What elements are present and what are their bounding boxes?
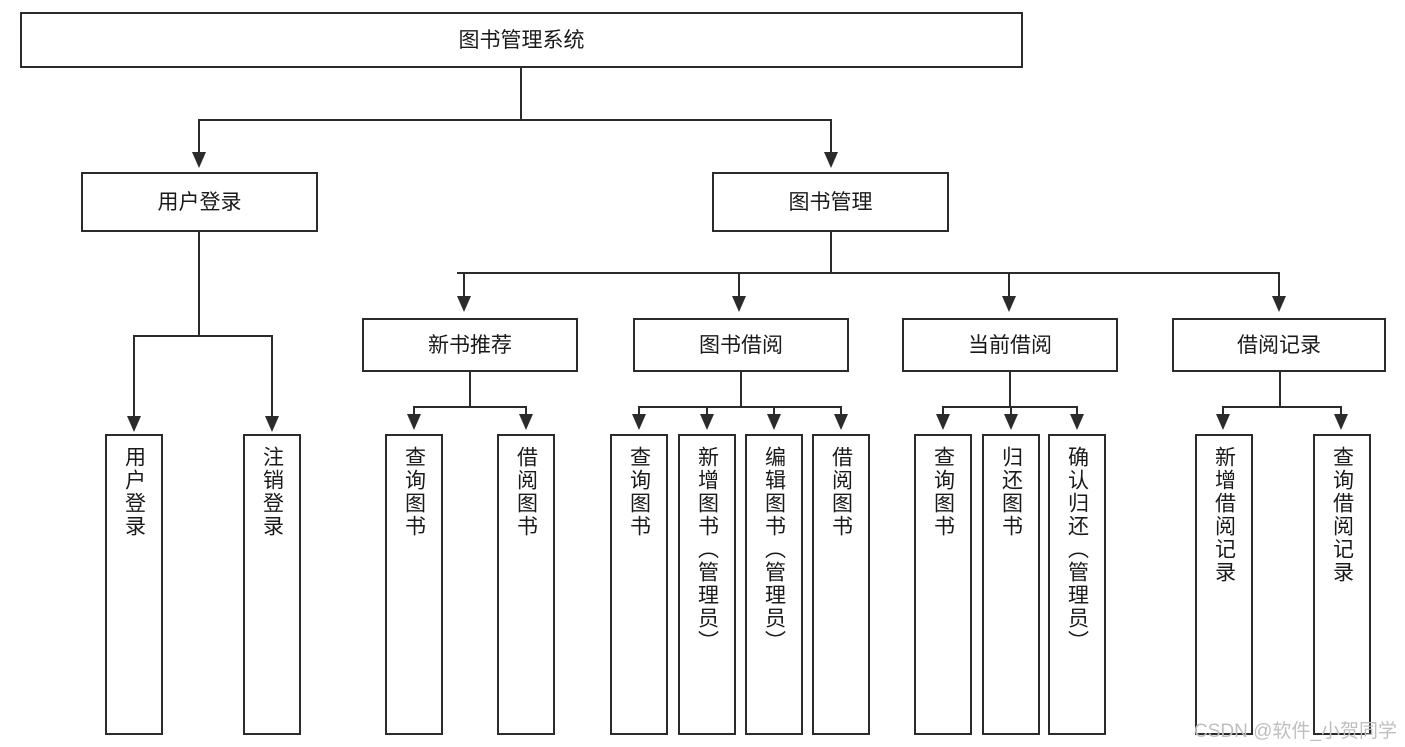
leaf-add-book-admin[interactable]: 新增图书（管理员） bbox=[678, 434, 736, 735]
arrowhead-current-borrow bbox=[1002, 296, 1016, 312]
node-label: 图书管理系统 bbox=[458, 28, 585, 52]
node-label: 查询图书 bbox=[627, 446, 651, 538]
leaf-query-book-new[interactable]: 查询图书 bbox=[385, 434, 443, 735]
connector-to-leaf-add-record bbox=[1222, 406, 1224, 420]
connector-current-borrow-stem bbox=[1009, 372, 1011, 408]
node-label: 用户登录 bbox=[122, 446, 146, 538]
connector-to-leaf-borrow-book-2 bbox=[840, 406, 842, 420]
connector-new-books-bar bbox=[413, 406, 527, 408]
leaf-borrow-book-borrow[interactable]: 借阅图书 bbox=[812, 434, 870, 735]
node-book-management[interactable]: 图书管理 bbox=[712, 172, 949, 232]
leaf-borrow-book-new[interactable]: 借阅图书 bbox=[497, 434, 555, 735]
connector-to-borrow-records bbox=[1278, 272, 1280, 298]
connector-root-stem bbox=[520, 68, 522, 120]
arrowhead-leaf-user-login bbox=[127, 416, 141, 432]
connector-to-leaf-logout bbox=[271, 335, 273, 419]
arrowhead-leaf-logout bbox=[265, 416, 279, 432]
node-label: 查询图书 bbox=[402, 446, 426, 538]
connector-to-leaf-borrow-book-1 bbox=[525, 406, 527, 420]
connector-book-mgmt-stem bbox=[830, 232, 832, 274]
connector-root-bar bbox=[198, 119, 832, 121]
connector-user-login-stem bbox=[198, 232, 200, 336]
leaf-return-book[interactable]: 归还图书 bbox=[982, 434, 1040, 735]
connector-to-current-borrow bbox=[1008, 272, 1010, 298]
arrowhead-leaf-return-book bbox=[1004, 414, 1018, 430]
node-label: 借阅记录 bbox=[1237, 333, 1321, 357]
node-label: 归还图书 bbox=[999, 446, 1023, 538]
connector-to-leaf-query-record bbox=[1340, 406, 1342, 420]
connector-user-login-bar bbox=[133, 335, 271, 337]
connector-to-borrow-books bbox=[738, 272, 740, 298]
leaf-query-book-borrow[interactable]: 查询图书 bbox=[610, 434, 668, 735]
connector-to-leaf-user-login bbox=[133, 335, 135, 419]
arrowhead-leaf-query-book-3 bbox=[936, 414, 950, 430]
leaf-logout[interactable]: 注销登录 bbox=[243, 434, 301, 735]
arrowhead-leaf-edit-book bbox=[767, 414, 781, 430]
connector-to-leaf-query-book-3 bbox=[942, 406, 944, 420]
leaf-query-book-current[interactable]: 查询图书 bbox=[914, 434, 972, 735]
arrowhead-leaf-borrow-book-1 bbox=[519, 414, 533, 430]
leaf-query-borrow-record[interactable]: 查询借阅记录 bbox=[1313, 434, 1371, 735]
connector-borrow-records-bar bbox=[1222, 406, 1342, 408]
connector-to-leaf-edit-book bbox=[773, 406, 775, 420]
arrowhead-new-books bbox=[457, 296, 471, 312]
node-label: 查询图书 bbox=[931, 446, 955, 538]
node-label: 当前借阅 bbox=[968, 333, 1052, 357]
arrowhead-leaf-query-record bbox=[1334, 414, 1348, 430]
arrowhead-leaf-confirm-return bbox=[1070, 414, 1084, 430]
connector-to-leaf-return-book bbox=[1010, 406, 1012, 420]
leaf-edit-book-admin[interactable]: 编辑图书（管理员） bbox=[745, 434, 803, 735]
arrowhead-to-book-mgmt bbox=[824, 152, 838, 168]
node-label: 借阅图书 bbox=[829, 446, 853, 538]
connector-new-books-stem bbox=[469, 372, 471, 408]
connector-book-mgmt-bar bbox=[457, 272, 1280, 274]
arrowhead-leaf-query-book-1 bbox=[407, 414, 421, 430]
connector-to-leaf-query-book-2 bbox=[638, 406, 640, 420]
connector-to-leaf-add-book bbox=[706, 406, 708, 420]
leaf-add-borrow-record[interactable]: 新增借阅记录 bbox=[1195, 434, 1253, 735]
csdn-watermark: CSDN @软件_小贺同学 bbox=[1194, 721, 1397, 742]
connector-borrow-books-bar bbox=[638, 406, 842, 408]
leaf-confirm-return-admin[interactable]: 确认归还（管理员） bbox=[1048, 434, 1106, 735]
connector-borrow-books-stem bbox=[740, 372, 742, 408]
node-label: 用户登录 bbox=[157, 190, 242, 214]
node-label: 注销登录 bbox=[260, 446, 284, 538]
node-label: 图书管理 bbox=[788, 190, 873, 214]
node-current-borrow[interactable]: 当前借阅 bbox=[902, 318, 1118, 372]
arrowhead-borrow-books bbox=[732, 296, 746, 312]
node-label: 图书借阅 bbox=[699, 333, 783, 357]
arrowhead-leaf-add-book bbox=[700, 414, 714, 430]
arrowhead-borrow-records bbox=[1272, 296, 1286, 312]
connector-to-leaf-query-book-1 bbox=[413, 406, 415, 420]
node-label: 新增图书（管理员） bbox=[695, 446, 719, 653]
node-label: 查询借阅记录 bbox=[1330, 446, 1354, 584]
arrowhead-leaf-borrow-book-2 bbox=[834, 414, 848, 430]
leaf-user-login[interactable]: 用户登录 bbox=[105, 434, 163, 735]
node-label: 新书推荐 bbox=[428, 333, 512, 357]
connector-to-user-login bbox=[198, 119, 200, 155]
node-borrow-record[interactable]: 借阅记录 bbox=[1172, 318, 1386, 372]
node-label: 借阅图书 bbox=[514, 446, 538, 538]
node-label: 编辑图书（管理员） bbox=[762, 446, 786, 653]
arrowhead-leaf-query-book-2 bbox=[632, 414, 646, 430]
arrowhead-leaf-add-record bbox=[1216, 414, 1230, 430]
node-label: 新增借阅记录 bbox=[1212, 446, 1236, 584]
connector-to-new-books bbox=[463, 272, 465, 298]
node-book-borrow[interactable]: 图书借阅 bbox=[633, 318, 849, 372]
node-user-login[interactable]: 用户登录 bbox=[81, 172, 318, 232]
node-new-book-recommend[interactable]: 新书推荐 bbox=[362, 318, 578, 372]
connector-borrow-records-stem bbox=[1279, 372, 1281, 408]
node-root-system[interactable]: 图书管理系统 bbox=[20, 12, 1023, 68]
connector-to-leaf-confirm-return bbox=[1076, 406, 1078, 420]
node-label: 确认归还（管理员） bbox=[1065, 446, 1089, 653]
connector-to-book-mgmt bbox=[830, 119, 832, 155]
arrowhead-to-user-login bbox=[192, 152, 206, 168]
